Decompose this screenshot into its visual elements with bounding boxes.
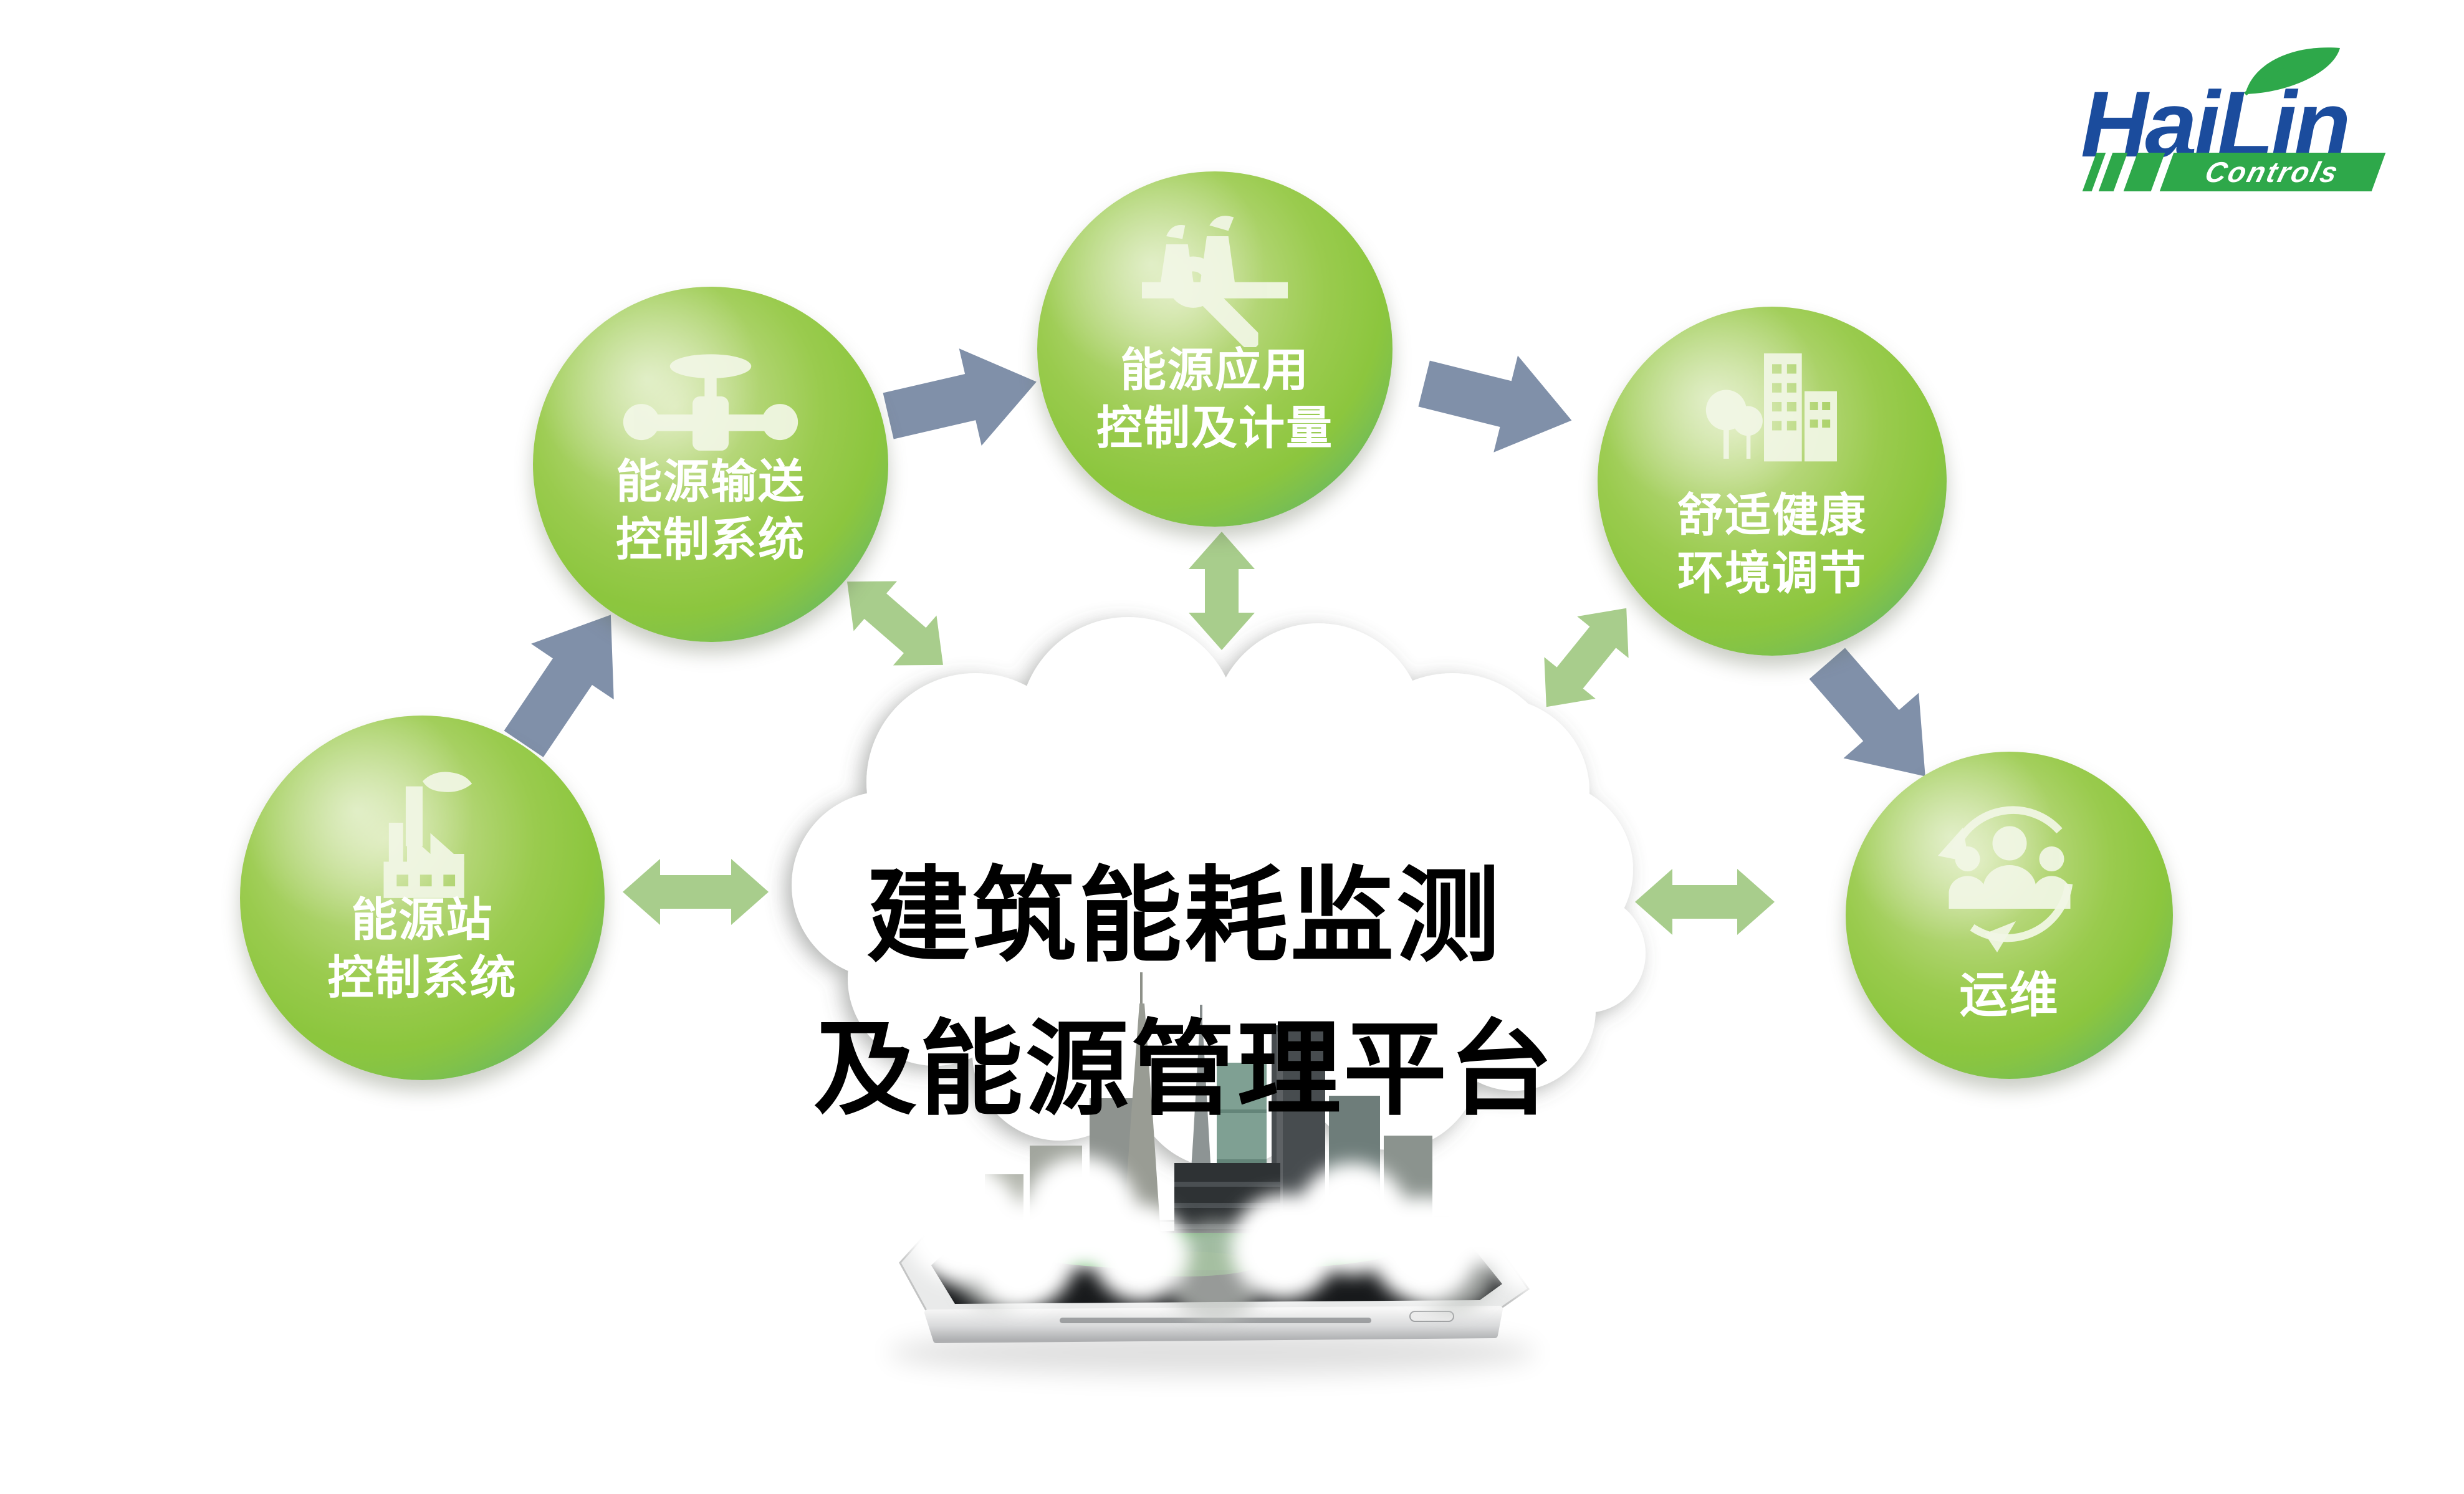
valve-icon xyxy=(623,354,798,451)
banner-bar: Controls xyxy=(2159,153,2386,191)
tablet-button xyxy=(1409,1311,1454,1322)
node-label: 能源站 控制系统 xyxy=(327,893,517,1003)
arrow-comfort-to-operation xyxy=(1809,648,1925,777)
platform-cloud xyxy=(792,617,1646,1169)
arrow-transmission-to-application xyxy=(883,348,1037,446)
node-label: 舒适健康 环境调节 xyxy=(1677,489,1867,599)
team-cycle-icon xyxy=(1937,806,2073,952)
node-comfort-health: 舒适健康 环境调节 xyxy=(1598,307,1947,656)
leaf-icon xyxy=(2244,47,2340,96)
brand-subwordmark: Controls xyxy=(2202,156,2344,188)
arrow-application-platform xyxy=(1189,532,1255,650)
node-energy-station: 能源站 控制系统 xyxy=(240,716,605,1080)
arrow-transmission-platform xyxy=(847,581,943,666)
node-label: 运维 xyxy=(1959,967,2059,1022)
base-clouds xyxy=(904,1141,1574,1321)
node-label: 能源应用 控制及计量 xyxy=(1096,343,1333,454)
brand-logo: HaiLin Controls xyxy=(2071,34,2401,209)
arrow-station-platform xyxy=(623,859,769,925)
arrow-application-to-comfort xyxy=(1418,355,1572,453)
node-energy-transmission: 能源输送 控制系统 xyxy=(533,287,888,642)
banner-slash xyxy=(2123,153,2165,191)
plant-wrench-icon xyxy=(1142,216,1288,349)
factory-icon xyxy=(383,772,472,898)
node-energy-application: 能源应用 控制及计量 xyxy=(1037,171,1393,527)
platform-title-line1: 建筑能耗监测 xyxy=(866,859,1502,974)
arrow-operation-platform xyxy=(1635,869,1775,935)
arrow-station-to-transmission xyxy=(504,615,614,757)
node-operation-maintenance: 运维 xyxy=(1846,752,2173,1079)
platform-title-line2: 及能源管理平台 xyxy=(813,1012,1555,1128)
platform-title: 建筑能耗监测 及能源管理平台 xyxy=(770,840,1599,1146)
node-label: 能源输送 控制系统 xyxy=(616,455,805,565)
eco-buildings-icon xyxy=(1705,353,1837,462)
arrow-comfort-platform xyxy=(1544,608,1629,707)
brand-banner: Controls xyxy=(2076,153,2386,191)
